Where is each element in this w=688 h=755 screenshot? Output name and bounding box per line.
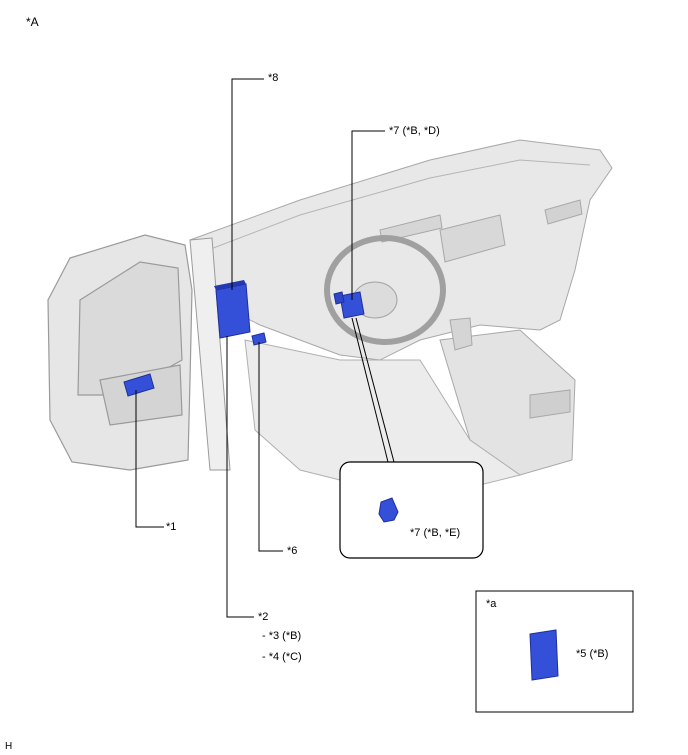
steering-wheel-illustration xyxy=(324,235,446,345)
callout-8: *8 xyxy=(268,72,279,84)
callout-3: - *3 (*B) xyxy=(262,630,302,642)
callout-7-main: *7 (*B, *D) xyxy=(389,125,440,137)
connector-6-component xyxy=(251,332,267,346)
inset-a-label: *a xyxy=(486,598,497,610)
view-label: *A xyxy=(26,15,39,29)
callout-6: *6 xyxy=(287,545,298,557)
callout-1: *1 xyxy=(166,521,177,533)
dashboard-illustration xyxy=(189,139,613,361)
callout-5: *5 (*B) xyxy=(576,648,609,660)
callout-2: *2 xyxy=(258,611,269,623)
callout-4: - *4 (*C) xyxy=(262,651,302,663)
ecu-8-component xyxy=(214,280,251,339)
door-switch-component xyxy=(123,373,155,397)
a-pillar-illustration xyxy=(189,237,231,471)
callout-7-inset: *7 (*B, *E) xyxy=(410,527,461,539)
center-console-illustration xyxy=(439,317,576,476)
zoom-inset-frame xyxy=(339,461,484,559)
corner-code: H xyxy=(5,741,13,752)
door-illustration xyxy=(47,234,193,471)
leader-lines xyxy=(135,78,574,655)
module-5-component xyxy=(529,629,559,681)
sensor-7-main-component xyxy=(333,291,365,319)
sensor-7-inset-component xyxy=(378,497,399,523)
